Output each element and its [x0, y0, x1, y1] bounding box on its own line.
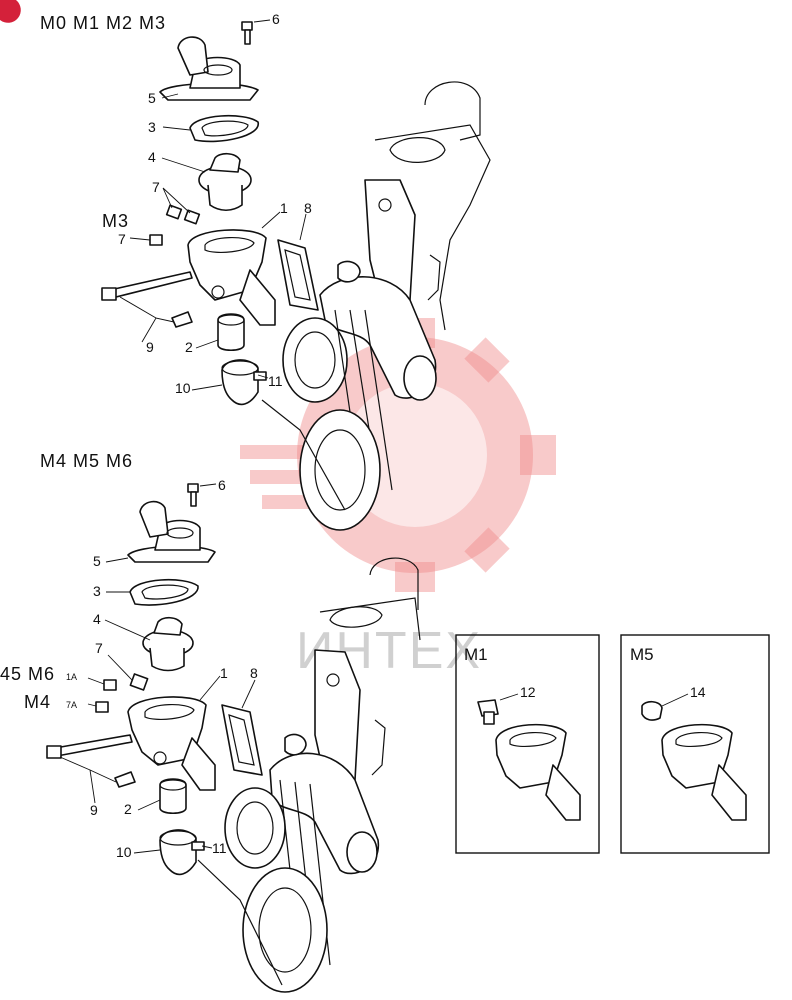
hose-10-top — [221, 359, 267, 406]
outlet-housing-5-top — [159, 36, 259, 101]
callout-bottom-2: 2 — [124, 801, 132, 817]
corner-badge — [0, 0, 21, 23]
engine-block-bottom — [197, 557, 421, 993]
callout-bottom-8: 8 — [250, 665, 258, 681]
svg-text:M1: M1 — [464, 645, 488, 664]
callout-top-10: 10 — [175, 380, 191, 396]
callout-bottom-7a: 7A — [66, 700, 77, 710]
callout-top-9: 9 — [146, 339, 154, 355]
thermostat-housing-1-top — [187, 229, 276, 326]
sleeve-2-top — [217, 313, 245, 352]
callout-top-6: 6 — [272, 11, 280, 27]
callout-top-3: 3 — [148, 119, 156, 135]
bottom-leaders — [59, 483, 256, 854]
outlet-housing-5-bottom — [127, 500, 216, 563]
callout-top-7b: 7 — [118, 231, 126, 247]
gasket-3-bottom — [129, 578, 199, 606]
hose-10-bottom — [159, 829, 205, 876]
bolts-9-bottom — [46, 734, 136, 788]
plugs-7-bottom — [95, 673, 149, 713]
inset-m5: M5 14 — [620, 634, 770, 854]
callout-bottom-6: 6 — [218, 477, 226, 493]
bolt-6-bottom — [187, 483, 199, 507]
top-group-title: M0 M1 M2 M3 — [40, 13, 166, 33]
engine-block-top — [261, 81, 491, 531]
plugs-7-top — [149, 204, 201, 246]
thermostat-4-bottom — [142, 616, 194, 672]
bottom-side-label-m4: M4 — [24, 692, 51, 712]
callout-top-8: 8 — [304, 200, 312, 216]
callout-bottom-11: 11 — [212, 840, 227, 856]
callout-bottom-1a: 1A — [66, 672, 77, 682]
inset-m5-callout: 14 — [690, 684, 706, 700]
sleeve-2-bottom — [159, 778, 187, 815]
gasket-8-top — [277, 239, 319, 311]
callout-bottom-5: 5 — [93, 553, 101, 569]
svg-text:M5: M5 — [630, 645, 654, 664]
bottom-side-label-45m6: 45 M6 — [0, 664, 55, 684]
thermostat-4-top — [198, 152, 252, 212]
thermostat-housing-1-bottom — [127, 696, 216, 791]
callout-bottom-4: 4 — [93, 611, 101, 627]
callout-bottom-9: 9 — [90, 802, 98, 818]
gasket-3-top — [189, 114, 259, 143]
callout-top-4: 4 — [148, 149, 156, 165]
bottom-group-title: M4 M5 M6 — [40, 451, 133, 471]
callout-top-11: 11 — [268, 373, 283, 389]
top-sub-label-m3: M3 — [102, 211, 129, 231]
bolt-6-top — [241, 21, 253, 45]
inset-m1: M1 12 — [455, 634, 600, 854]
callout-top-5: 5 — [148, 90, 156, 106]
callout-top-2: 2 — [185, 339, 193, 355]
top-leaders — [119, 19, 307, 391]
callout-bottom-3: 3 — [93, 583, 101, 599]
callout-bottom-10: 10 — [116, 844, 132, 860]
callout-bottom-7: 7 — [95, 640, 103, 656]
callout-top-7a: 7 — [152, 179, 160, 195]
gasket-8-bottom — [221, 704, 263, 776]
callout-bottom-1: 1 — [220, 665, 228, 681]
callout-top-1: 1 — [280, 200, 288, 216]
bolts-9-top — [101, 271, 193, 328]
inset-m1-callout: 12 — [520, 684, 536, 700]
